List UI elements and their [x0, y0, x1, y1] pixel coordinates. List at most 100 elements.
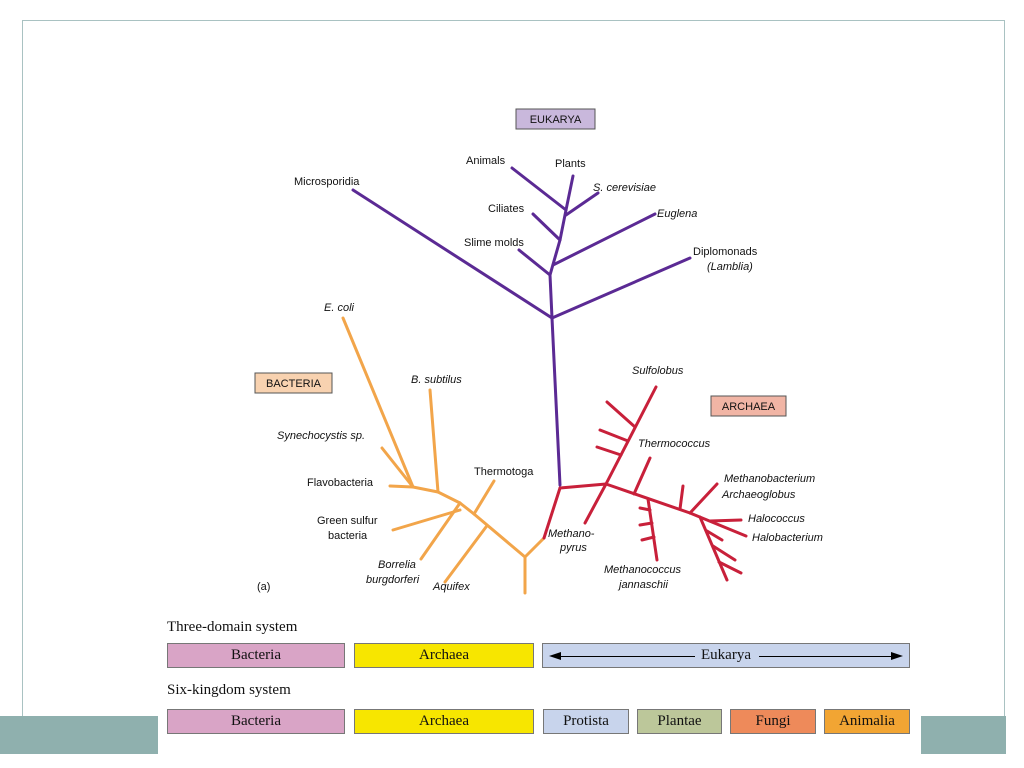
branch-synechocystis: [380, 446, 415, 489]
label-s-cerevisiae: S. cerevisiae: [593, 182, 656, 194]
six-kingdom-animalia-label: Animalia: [839, 713, 895, 729]
arrow-line-right: [759, 656, 899, 657]
bacteria-domain-box: [254, 372, 333, 394]
label-halobacterium: Halobacterium: [752, 532, 823, 544]
arrow-line-left: [559, 656, 695, 657]
label-synechocystis: Synechocystis sp.: [277, 430, 365, 442]
branch-flavobacteria: [388, 484, 415, 489]
sulfolobus-twig-2: [595, 445, 623, 457]
branch-aquifex: [443, 525, 488, 584]
halo-twig-1: [711, 544, 737, 562]
archaea-root: [542, 486, 562, 540]
label-green-sulfur-2: bacteria: [328, 530, 368, 542]
branch-thermotoga: [472, 479, 496, 516]
branch-animals: [510, 166, 568, 212]
label-methanococcus-2: jannaschii: [617, 579, 668, 591]
label-halococcus: Halococcus: [748, 513, 805, 525]
six-kingdom-animalia: Animalia: [824, 709, 910, 734]
six-kingdom-archaea-label: Archaea: [419, 713, 469, 729]
three-domain-eukarya-label: Eukarya: [697, 647, 755, 664]
eukarya-stem-upper: [548, 273, 554, 320]
label-lamblia: (Lamblia): [707, 261, 753, 273]
archaea-domain-label: ARCHAEA: [722, 401, 776, 413]
archaea-domain-box: [710, 395, 787, 417]
arrow-left-icon: [549, 652, 561, 660]
label-methanopyrus: Methano-: [548, 528, 595, 540]
eukarya-domain-label: EUKARYA: [530, 114, 582, 126]
three-domain-title: Three-domain system: [167, 619, 298, 635]
label-methanococcus: Methanococcus: [604, 564, 682, 576]
label-green-sulfur: Green sulfur: [317, 515, 378, 527]
methanococcus-twig-3: [638, 506, 652, 512]
label-methanobacterium: Methanobacterium: [724, 473, 815, 485]
branch-b-subtilus: [428, 388, 440, 494]
branch-methanopyrus: [583, 482, 608, 525]
six-kingdom-fungi: Fungi: [730, 709, 816, 734]
three-domain-archaea-label: Archaea: [419, 647, 469, 663]
three-domain-archaea: Archaea: [354, 643, 534, 668]
eukarya-domain-box: [515, 108, 596, 130]
footer-bar-left: [0, 716, 158, 754]
six-kingdom-fungi-label: Fungi: [755, 713, 791, 729]
label-b-subtilus: B. subtilus: [411, 374, 462, 386]
label-borrelia-2: burgdorferi: [366, 574, 420, 586]
label-thermococcus: Thermococcus: [638, 438, 711, 450]
label-e-coli: E. coli: [324, 302, 355, 314]
branch-microsporidia: [351, 188, 554, 320]
six-kingdom-plantae-label: Plantae: [657, 713, 702, 729]
three-domain-bacteria-label: Bacteria: [231, 647, 281, 663]
label-methanopyrus-2: pyrus: [559, 542, 587, 554]
branch-halobacterium: [688, 511, 748, 538]
branch-euglena: [551, 212, 657, 267]
branch-halococcus: [708, 518, 743, 523]
six-kingdom-bacteria-label: Bacteria: [231, 713, 281, 729]
methanobacterium-twig: [678, 484, 685, 511]
branch-green-sulfur: [391, 508, 462, 532]
six-kingdom-title: Six-kingdom system: [167, 682, 291, 698]
label-borrelia: Borrelia: [378, 559, 416, 571]
branch-s-cerevisiae: [564, 191, 600, 217]
archaea-branches: [542, 385, 748, 582]
branch-diplomonads: [550, 256, 692, 320]
label-diplomonads: Diplomonads: [693, 246, 758, 258]
methanococcus-twig-1: [638, 521, 654, 527]
archaea-stem: [558, 482, 608, 490]
branch-methanobacterium: [688, 482, 719, 515]
label-flavobacteria: Flavobacteria: [307, 477, 374, 489]
bacteria-branches: [341, 316, 546, 595]
branch-plants: [564, 174, 575, 212]
methanococcus-twig-2: [640, 535, 656, 542]
label-aquifex: Aquifex: [432, 581, 470, 593]
label-thermotoga: Thermotoga: [474, 466, 534, 478]
six-kingdom-bacteria: Bacteria: [167, 709, 345, 734]
branch-slime-molds: [517, 248, 552, 277]
bacteria-trunk-4: [411, 485, 440, 494]
branch-thermococcus: [632, 456, 652, 496]
arrow-right-icon: [891, 652, 903, 660]
sulfolobus-twig-3: [605, 400, 637, 429]
six-kingdom-archaea: Archaea: [354, 709, 534, 734]
branch-sulfolobus: [604, 385, 658, 486]
branch-e-coli: [341, 316, 415, 489]
six-kingdom-protista-label: Protista: [563, 713, 609, 729]
halo-twig-2: [717, 560, 743, 575]
six-kingdom-plantae: Plantae: [637, 709, 722, 734]
label-microsporidia: Microsporidia: [294, 176, 360, 188]
label-slime-molds: Slime molds: [464, 237, 524, 249]
branch-halo-lower: [698, 515, 729, 582]
branch-methanococcus: [646, 497, 659, 562]
label-euglena: Euglena: [657, 208, 697, 220]
bacteria-trunk: [472, 512, 527, 559]
eukarya-trunk: [550, 316, 562, 487]
label-animals: Animals: [466, 155, 506, 167]
bacteria-trunk-2: [458, 501, 476, 516]
bacteria-to-archaea: [523, 536, 546, 559]
branch-ciliates: [531, 212, 562, 242]
six-kingdom-protista: Protista: [543, 709, 629, 734]
eukarya-stem-mid: [548, 238, 562, 277]
label-ciliates: Ciliates: [488, 203, 525, 215]
label-plants: Plants: [555, 158, 586, 170]
label-archaeoglobus: Archaeoglobus: [721, 489, 796, 501]
sulfolobus-twig-1: [598, 428, 630, 443]
